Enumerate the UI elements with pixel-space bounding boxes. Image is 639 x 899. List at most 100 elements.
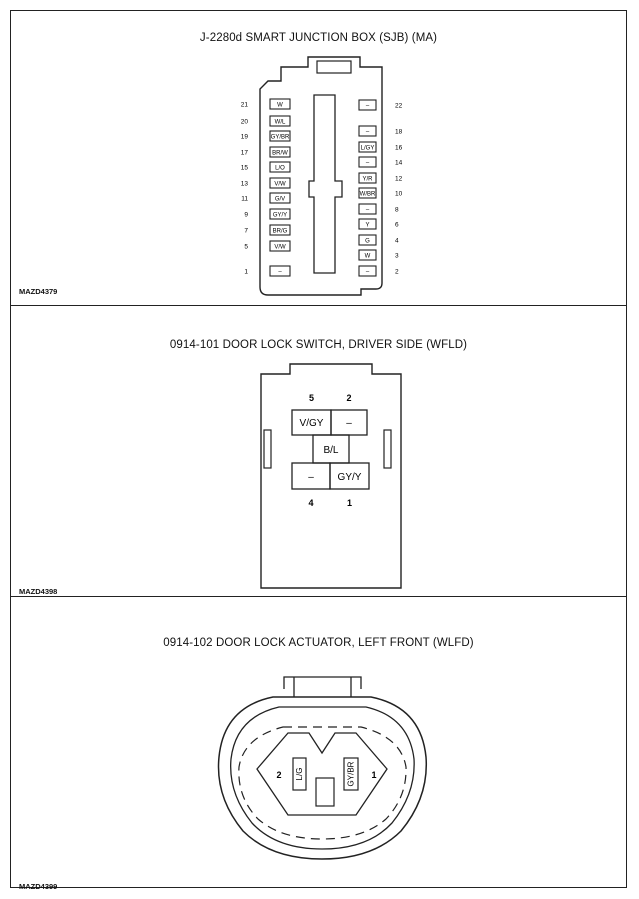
sjb-pin-11-wire: G/V xyxy=(275,197,285,203)
sjb-pin-15-cavity xyxy=(269,161,291,173)
sjb-pin-11-number: 11 xyxy=(241,196,248,203)
switch-drawing-code: MAZD4398 xyxy=(19,587,58,596)
sjb-pin-18-number: 18 xyxy=(395,129,403,136)
switch-pin-2-number: 2 xyxy=(346,393,351,403)
actuator-wire-2: L/G xyxy=(295,768,304,781)
door-lock-switch-panel: 0914-101 DOOR LOCK SWITCH, DRIVER SIDE (… xyxy=(11,305,626,596)
sjb-title: J-2280d SMART JUNCTION BOX (SJB) (MA) xyxy=(199,32,438,44)
sjb-pin-10-cavity xyxy=(358,187,377,199)
switch-title: 0914-101 DOOR LOCK SWITCH, DRIVER SIDE (… xyxy=(169,339,468,351)
switch-wire-4: – xyxy=(308,472,314,483)
pin-2-cavity xyxy=(292,757,307,791)
sjb-pin-22-cavity xyxy=(358,99,377,111)
pin-1-cavity xyxy=(343,757,359,791)
sjb-pin-11-cavity xyxy=(269,192,291,204)
sjb-pin-5-number: 5 xyxy=(244,244,248,251)
sjb-pin-16-cavity xyxy=(358,141,377,153)
sjb-pin-15-wire: L/O xyxy=(275,166,285,172)
sjb-pin-8-wire: – xyxy=(366,208,370,214)
sjb-pin-20-wire: W/L xyxy=(275,120,286,126)
sjb-pin-1-wire: – xyxy=(278,270,282,276)
sjb-pin-20-number: 20 xyxy=(241,119,249,126)
sjb-pin-3-cavity xyxy=(358,249,377,261)
sjb-pin-22-number: 22 xyxy=(395,103,403,110)
sjb-pin-16-number: 16 xyxy=(395,145,403,152)
sjb-pin-8-cavity xyxy=(358,203,377,215)
actuator-pin-2-number: 2 xyxy=(276,770,281,780)
sjb-top-latch xyxy=(316,60,352,74)
switch-pin-4-number: 4 xyxy=(308,498,313,508)
switch-right-latch xyxy=(383,429,392,469)
sjb-pin-4-wire: G xyxy=(365,239,370,245)
sjb-panel: J-2280d SMART JUNCTION BOX (SJB) (MA) W 2… xyxy=(11,11,626,305)
sjb-pin-14-number: 14 xyxy=(395,160,403,167)
switch-wire-1: GY/Y xyxy=(338,472,362,483)
sjb-pin-2-wire: – xyxy=(366,270,370,276)
sjb-pin-18-cavity xyxy=(358,125,377,137)
actuator-latch xyxy=(283,676,362,697)
actuator-connector-drawing: L/G 2 GY/BR 1 xyxy=(217,676,428,860)
sjb-center-channel xyxy=(308,94,343,274)
switch-pin-5-number: 5 xyxy=(309,393,314,403)
sjb-pin-9-wire: GY/Y xyxy=(273,213,287,219)
sjb-pin-17-cavity xyxy=(269,146,291,158)
actuator-outer-housing xyxy=(217,696,428,860)
switch-left-latch xyxy=(263,429,272,469)
switch-connector-drawing: V/GY5–2B/L–4GY/Y1 xyxy=(260,363,402,589)
actuator-hex-cavity xyxy=(256,732,388,816)
sjb-pin-15-number: 15 xyxy=(241,165,249,172)
sjb-pin-21-number: 21 xyxy=(241,102,249,109)
sjb-pin-4-cavity xyxy=(358,234,377,246)
sjb-pin-5-cavity xyxy=(269,240,291,252)
sjb-pin-19-number: 19 xyxy=(241,134,249,141)
sjb-pin-10-number: 10 xyxy=(395,191,403,198)
actuator-pin-1-number: 1 xyxy=(371,770,376,780)
sjb-pin-1-cavity xyxy=(269,265,291,277)
diagram-sheet: J-2280d SMART JUNCTION BOX (SJB) (MA) W 2… xyxy=(10,10,627,891)
sjb-pin-9-cavity xyxy=(269,208,291,220)
sjb-pin-6-cavity xyxy=(358,218,377,230)
sjb-pin-19-wire: GY/BR xyxy=(271,135,290,141)
sjb-pin-6-wire: Y xyxy=(365,223,369,229)
actuator-wire-1: GY/BR xyxy=(347,761,356,786)
sjb-pin-14-wire: – xyxy=(366,161,370,167)
sjb-pin-20-cavity xyxy=(269,115,291,127)
sjb-pin-1-number: 1 xyxy=(244,269,248,276)
actuator-drawing-code: MAZD4399 xyxy=(19,882,58,891)
sjb-pin-14-cavity xyxy=(358,156,377,168)
sjb-pin-12-wire: Y/R xyxy=(362,177,373,183)
sjb-pin-7-number: 7 xyxy=(244,228,248,235)
actuator-inner-housing xyxy=(230,706,415,850)
sjb-pin-7-wire: BR/G xyxy=(273,229,288,235)
sjb-pin-21-wire: W xyxy=(277,103,283,109)
sjb-pin-3-wire: W xyxy=(365,254,371,260)
actuator-title: 0914-102 DOOR LOCK ACTUATOR, LEFT FRONT … xyxy=(163,637,474,649)
sjb-pin-17-number: 17 xyxy=(241,150,249,157)
sjb-pin-12-number: 12 xyxy=(395,176,403,183)
switch-housing xyxy=(260,363,402,589)
sjb-pin-10-wire: W/BR xyxy=(360,192,376,198)
sjb-pin-19-cavity xyxy=(269,130,291,142)
sjb-pin-5-wire: V/W xyxy=(274,245,286,251)
sjb-pin-3-number: 3 xyxy=(395,253,399,260)
sjb-pin-4-number: 4 xyxy=(395,238,399,245)
sjb-pin-17-wire: BR/W xyxy=(272,151,288,157)
actuator-dashed-boundary xyxy=(238,726,407,840)
switch-pin-1-number: 1 xyxy=(347,498,352,508)
switch-wire-2: – xyxy=(346,418,352,429)
sjb-pin-16-wire: L/GY xyxy=(361,146,375,152)
sjb-pin-21-cavity xyxy=(269,98,291,110)
sjb-pin-22-wire: – xyxy=(366,104,370,110)
switch-wire-5: V/GY xyxy=(300,418,324,429)
sjb-pin-8-number: 8 xyxy=(395,207,399,214)
sjb-pin-7-cavity xyxy=(269,224,291,236)
sjb-pin-13-wire: V/W xyxy=(274,182,286,188)
sjb-drawing-code: MAZD4379 xyxy=(19,287,58,296)
sjb-pin-2-cavity xyxy=(358,265,377,277)
sjb-pin-13-cavity xyxy=(269,177,291,189)
key-cavity xyxy=(315,777,335,807)
sjb-housing xyxy=(259,56,383,296)
sjb-left-pins: W21W/L20GY/BR19BR/W17L/O15V/W13G/V11GY/Y… xyxy=(241,98,291,277)
